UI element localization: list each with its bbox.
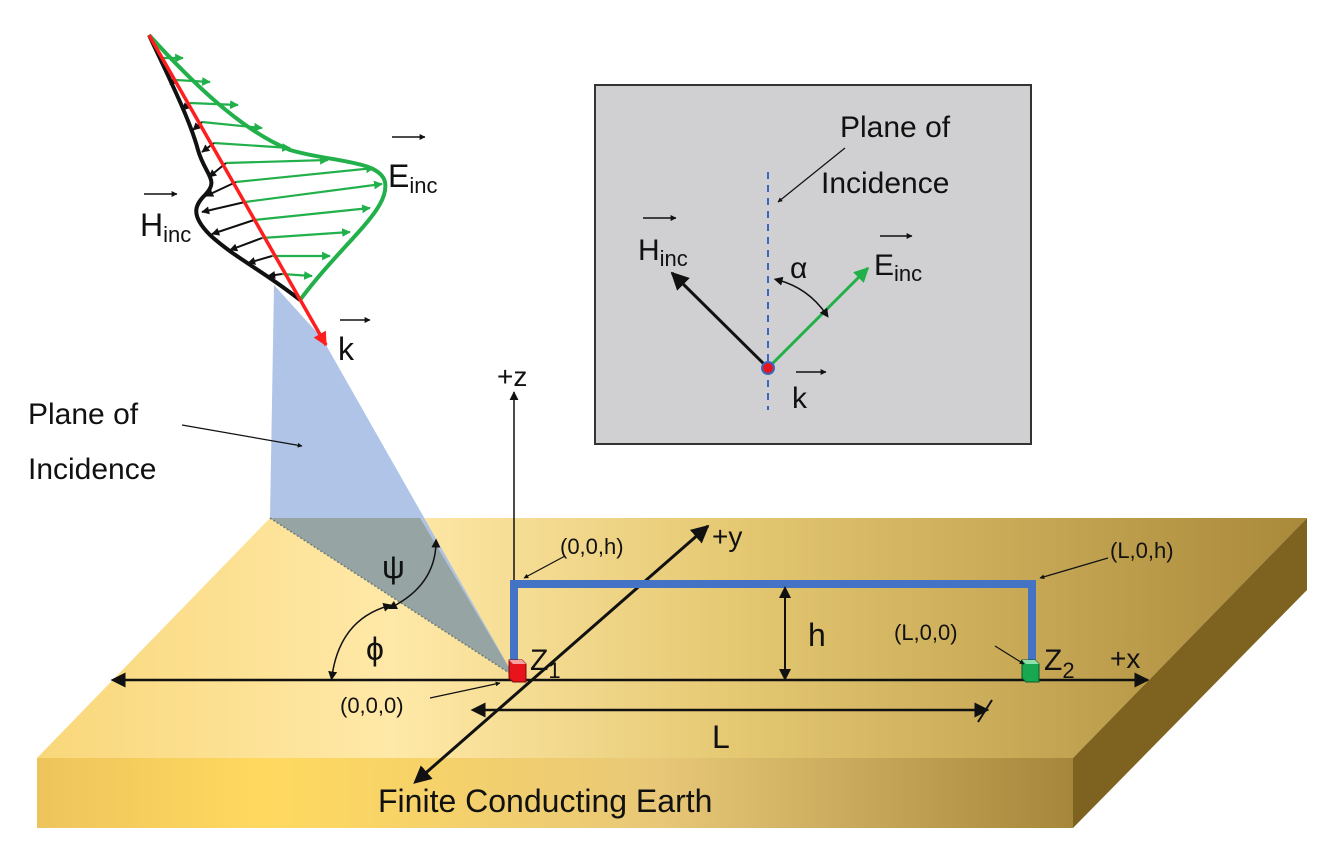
inset-h-label: Hinc [638, 234, 688, 271]
e-inc-label: Einc [388, 134, 437, 198]
svg-text:Einc: Einc [388, 158, 437, 198]
e-field-arrows [162, 53, 383, 280]
coord-0-0-h-pointer [523, 555, 566, 579]
coord-origin-pointer [429, 681, 501, 699]
incident-wave [147, 33, 388, 347]
inset-e-label: Einc [874, 249, 922, 286]
height-label: h [808, 617, 826, 653]
earth-side-face [1073, 518, 1307, 828]
phi-label: ϕ [366, 631, 384, 667]
psi-label: ψ [382, 549, 405, 585]
z1-load [508, 659, 527, 683]
plane-of-incidence-pointer [181, 424, 303, 448]
z-axis-label: +z [497, 361, 527, 392]
z1-label: Z1 [530, 644, 561, 683]
coord-origin-label: (0,0,0) [340, 693, 404, 718]
coord-L-0-0-pointer [994, 645, 1025, 665]
x-axis-label: +x [1110, 643, 1140, 674]
inset-alpha-arc [773, 276, 829, 318]
earth-front-face [37, 758, 1073, 828]
y-axis [413, 524, 710, 784]
inset-plane-label: Plane of [840, 111, 951, 144]
inset-h-vector [670, 271, 770, 370]
inset-plane-pointer [777, 147, 846, 203]
inset-alpha-label: α [790, 252, 807, 285]
inset-e-vector [766, 266, 870, 370]
plane-of-incidence-label: Plane of [28, 398, 139, 431]
e-field-envelope [147, 33, 388, 302]
svg-text:Hinc: Hinc [140, 207, 191, 247]
inset-plane-label-line2: Incidence [821, 167, 949, 200]
h-field-arrows [169, 76, 283, 279]
phi-arc [328, 602, 393, 681]
inset-k-label: k [792, 382, 808, 415]
y-axis-label: +y [712, 521, 742, 552]
overhead-conductor [510, 580, 1036, 668]
psi-arc [387, 538, 441, 610]
z2-load [1021, 659, 1040, 683]
z2-label: Z2 [1044, 644, 1075, 683]
k-propagation-vector [147, 34, 328, 347]
inset-panel: Plane of Incidence α Hinc Einc k [594, 84, 1032, 445]
inset-k-dot [761, 361, 775, 375]
svg-text:k: k [338, 331, 355, 367]
coord-L-0-h-label: (L,0,h) [1110, 538, 1174, 563]
coord-L-0-0-label: (L,0,0) [894, 620, 958, 645]
earth-label: Finite Conducting Earth [378, 783, 712, 819]
coord-L-0-h-pointer [1039, 557, 1109, 580]
length-tick [977, 699, 993, 723]
coord-0-0-h-label: (0,0,h) [560, 534, 624, 559]
k-label: k [338, 317, 371, 367]
h-inc-label: Hinc [140, 191, 191, 247]
length-label: L [712, 719, 730, 755]
plane-of-incidence-label-line2: Incidence [28, 453, 156, 486]
